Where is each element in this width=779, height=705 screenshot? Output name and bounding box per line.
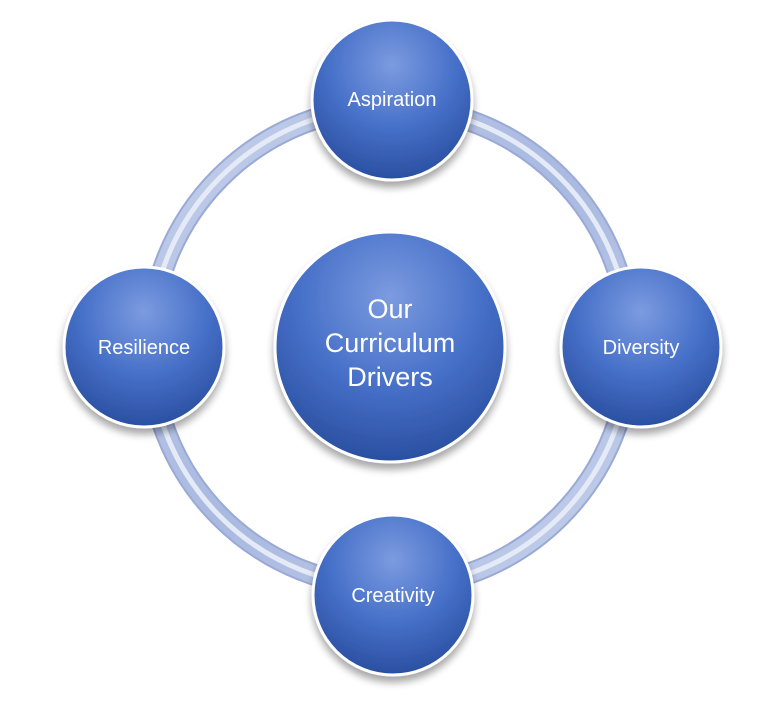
center-label-line-3: Drivers — [347, 362, 433, 392]
center-label-line-1: Our — [367, 294, 412, 324]
node-left — [62, 265, 226, 429]
node-top-label: Aspiration — [348, 89, 437, 111]
center-label-line-2: Curriculum — [325, 328, 456, 358]
node-right — [559, 265, 723, 429]
node-right-label: Diversity — [603, 337, 680, 359]
node-left-label: Resilience — [98, 337, 190, 359]
center-node — [273, 230, 507, 464]
node-top — [310, 18, 474, 182]
node-bottom-label: Creativity — [351, 585, 434, 607]
node-bottom — [311, 513, 475, 677]
